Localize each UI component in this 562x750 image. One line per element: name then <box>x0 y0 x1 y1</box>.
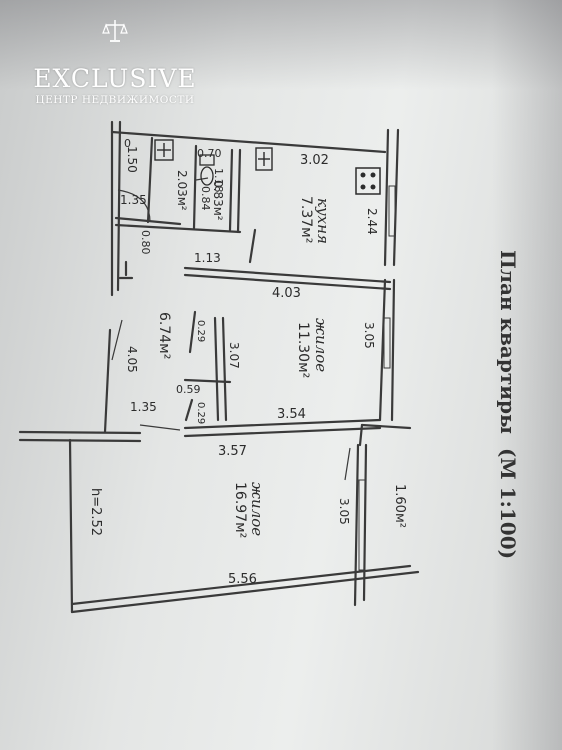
kitchen-name: кухня <box>314 198 332 244</box>
dim-bath-width: 1.35 <box>120 193 147 207</box>
dim-bath-length: 1.50 <box>125 146 139 173</box>
hall-area: 6.74м² <box>156 312 172 359</box>
dim-living-inner: 3.54 <box>277 407 306 422</box>
bath-area: 2.03м² <box>175 170 189 211</box>
logo-name: EXCLUSIVE <box>33 64 197 93</box>
dim-toilet-door: 0.84 <box>199 186 212 211</box>
dim-toilet-length: 1.18 <box>212 168 225 193</box>
living-middle-area: 11.30м² <box>295 322 311 378</box>
dim-large-room-length: 3.05 <box>337 498 351 525</box>
door-swings <box>111 177 351 481</box>
toilet-icon <box>199 154 215 186</box>
dim-large-room-width: 3.57 <box>218 444 247 459</box>
dim-hall-width: 1.35 <box>130 400 157 414</box>
dim-hall-door: 0.80 <box>139 230 152 255</box>
living-large-name: жилое <box>248 482 266 536</box>
washbasin-icon <box>154 139 174 161</box>
dim-closet-width: 0.59 <box>176 383 201 396</box>
dim-kitchen-width: 3.02 <box>300 153 329 168</box>
balcony-area: 1.60м² <box>392 484 407 528</box>
living-large-area: 16.97м² <box>232 482 248 538</box>
living-middle-name: жилое <box>312 318 330 372</box>
toilet-area: 0.83м² <box>211 180 225 221</box>
walls <box>18 120 420 614</box>
kitchen-area: 7.37м² <box>298 196 314 243</box>
stove-icon <box>355 167 381 195</box>
scales-icon <box>102 20 128 42</box>
photo-shadow-top <box>0 0 562 90</box>
dim-closet-b: 0.29 <box>195 402 206 424</box>
logo-tagline: ЦЕНТР НЕДВИЖИМОСТИ <box>35 94 195 106</box>
dim-closet-length: 3.07 <box>227 342 241 369</box>
dim-living-length: 3.05 <box>362 322 376 349</box>
dim-kitchen-length: 2.44 <box>365 208 379 235</box>
windows <box>358 185 396 571</box>
agency-logo: EXCLUSIVE ЦЕНТР НЕДВИЖИМОСТИ <box>20 18 210 106</box>
dim-mark-zero: 0 <box>124 137 131 150</box>
sink-icon <box>255 147 273 171</box>
dim-closet-a: 0.29 <box>195 320 206 342</box>
dim-outer-width: 5.56 <box>228 572 257 587</box>
dim-toilet-width: 0.70 <box>197 147 222 160</box>
dim-hall-length: 4.05 <box>125 346 139 373</box>
dim-living-width: 4.03 <box>272 286 301 301</box>
ceiling-height: h=2.52 <box>88 488 103 536</box>
dim-corridor-width: 1.13 <box>194 251 221 265</box>
photo-shadow-right <box>492 0 562 750</box>
